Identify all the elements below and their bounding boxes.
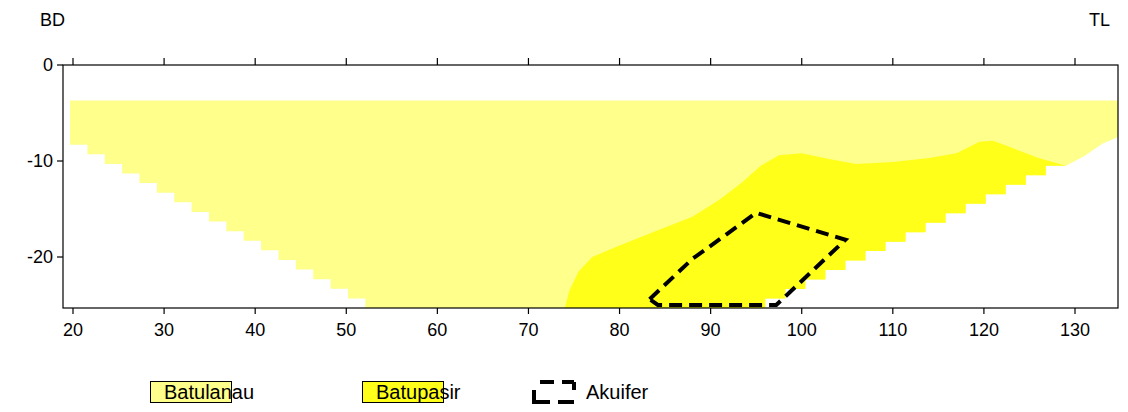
axis-ticks — [57, 58, 1075, 314]
distance-label: 60 — [427, 321, 447, 339]
distance-label: 40 — [245, 321, 265, 339]
legend-dashed-symbol — [532, 382, 574, 402]
distance-label: 50 — [336, 321, 356, 339]
sandstone-layer — [565, 141, 1066, 308]
aquifer-outline — [650, 213, 846, 305]
siltstone-layer — [70, 101, 1118, 308]
distance-label: 90 — [701, 321, 721, 339]
distance-label: 20 — [63, 321, 83, 339]
legend-label: Batupasir — [376, 382, 461, 402]
plot-frame — [63, 65, 1118, 308]
distance-label: 30 — [154, 321, 174, 339]
distance-label: 110 — [878, 321, 907, 339]
depth-label: 0 — [43, 56, 53, 74]
direction-label: BD — [40, 11, 65, 29]
distance-label: 100 — [787, 321, 817, 339]
depth-label: -10 — [27, 152, 53, 170]
legend-label: Batulanau — [164, 382, 254, 402]
distance-label: 70 — [518, 321, 538, 339]
depth-label: -20 — [27, 248, 53, 266]
direction-label: TL — [1089, 11, 1110, 29]
distance-label: 130 — [1060, 321, 1090, 339]
legend-label: Akuifer — [586, 382, 648, 402]
distance-label: 80 — [610, 321, 630, 339]
distance-label: 120 — [969, 321, 999, 339]
